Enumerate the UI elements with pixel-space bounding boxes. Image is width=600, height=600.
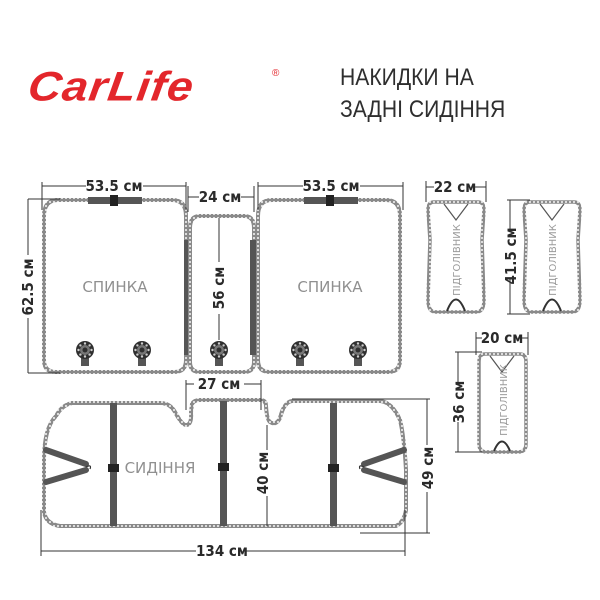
title-line-1: НАКИДКИ НА bbox=[340, 64, 474, 91]
dimension-headrest-1-width bbox=[425, 181, 487, 202]
registered-mark: ® bbox=[272, 68, 280, 79]
headrest-2-label: ПІДГОЛІВНИК bbox=[548, 224, 559, 296]
seat-label: СИДІННЯ bbox=[125, 459, 196, 477]
backrest-left-width-label: 53.5 см bbox=[85, 177, 142, 195]
seat-inner-height-label: 40 см bbox=[254, 452, 272, 495]
backrest-left-height-label: 62.5 см bbox=[19, 258, 37, 315]
headrest-1-label: ПІДГОЛІВНИК bbox=[452, 224, 463, 296]
backrest-right-width-label: 53.5 см bbox=[302, 177, 359, 195]
dimension-backrest-left-width bbox=[41, 182, 187, 210]
backrest-left: СПИНКА bbox=[42, 195, 191, 374]
dimension-backrest-left-height bbox=[27, 198, 60, 374]
backrest-right-label: СПИНКА bbox=[297, 278, 363, 296]
headrest-3-width-label: 20 см bbox=[481, 329, 524, 347]
dimension-backrest-right-width bbox=[257, 182, 404, 210]
backrest-left-label: СПИНКА bbox=[82, 278, 148, 296]
page-title: НАКИДКИ НА ЗАДНІ СИДІННЯ bbox=[340, 62, 505, 126]
seat-notch-width-label: 27 см bbox=[198, 375, 241, 393]
headrest-2-height-label: 41.5 см bbox=[502, 227, 520, 284]
headrest-2: ПІДГОЛІВНИК bbox=[522, 200, 582, 314]
dimension-seat-height bbox=[292, 398, 430, 534]
headrest-1-width-label: 22 см bbox=[434, 178, 477, 196]
seat-height-label: 49 см bbox=[419, 447, 437, 490]
headrest-3: ПІДГОЛІВНИК bbox=[477, 352, 528, 454]
backrest-right: СПИНКА bbox=[256, 195, 402, 374]
seat-cover: СИДІННЯ bbox=[42, 398, 408, 528]
dimension-seat-width bbox=[40, 510, 406, 556]
dimension-headrest-3-height bbox=[455, 351, 482, 453]
dimension-headrest-2-height bbox=[507, 199, 530, 315]
headrest-1: ПІДГОЛІВНИК bbox=[426, 200, 486, 314]
headrest-3-height-label: 36 см bbox=[450, 381, 468, 424]
seat-width-label: 134 см bbox=[196, 542, 248, 560]
dimension-backrest-middle-width bbox=[187, 186, 255, 212]
headrest-3-label: ПІДГОЛІВНИК bbox=[499, 364, 510, 436]
dimension-seat-notch bbox=[185, 380, 262, 410]
backrest-middle-height-label: 56 см bbox=[210, 267, 228, 310]
backrest-middle-width-label: 24 см bbox=[199, 188, 242, 206]
dimension-headrest-3-width bbox=[475, 332, 529, 355]
title-line-2: ЗАДНІ СИДІННЯ bbox=[340, 96, 506, 123]
